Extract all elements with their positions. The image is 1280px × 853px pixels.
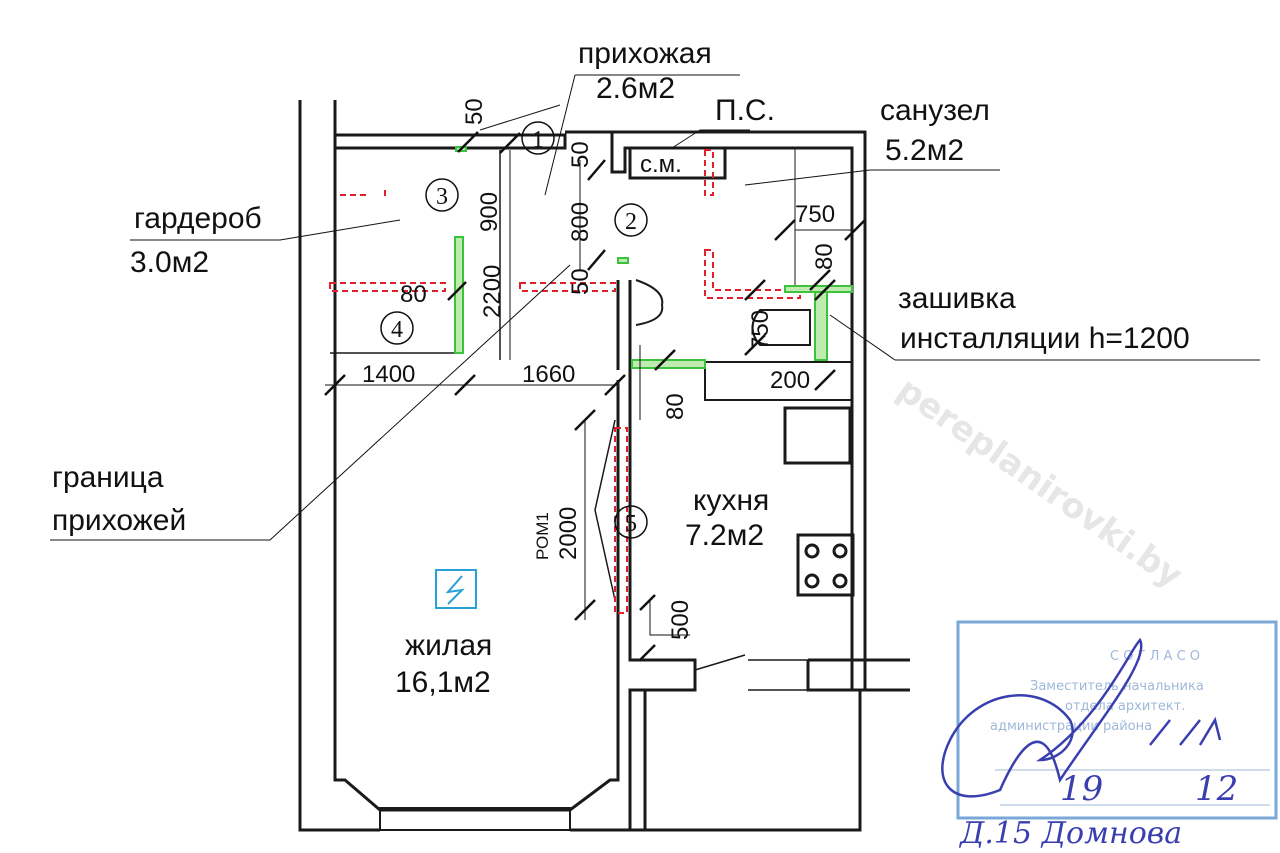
stamp-note: Д.15 Домнова	[958, 816, 1182, 851]
bathroom-area: 5.2м2	[885, 134, 964, 167]
svg-text:администрации района: администрации района	[990, 719, 1152, 734]
hallway-area: 2.6м2	[596, 72, 675, 105]
dim-label: 750	[747, 310, 774, 350]
dim-label: 200	[770, 367, 810, 394]
stamp-month: 12	[1195, 769, 1238, 809]
stamp-day: 19	[1060, 769, 1103, 809]
shaft-label: П.С.	[715, 94, 775, 127]
living-area: 16,1м2	[395, 666, 491, 699]
new-walls	[454, 146, 853, 369]
dimension-labels: 50 900 2200 80 1400 1660 50 800 50 750 8…	[362, 98, 838, 640]
marker-1: 1	[532, 127, 544, 153]
dim-label: 2000	[555, 507, 582, 560]
marker-5: 5	[625, 511, 637, 537]
dim-label: 2200	[479, 265, 506, 318]
walls	[298, 100, 910, 832]
bathroom-name: санузел	[880, 94, 990, 127]
dim-label: 50	[461, 98, 488, 125]
leader-lines	[50, 74, 1260, 636]
dim-label: 80	[811, 243, 838, 270]
dim-label: 750	[795, 201, 835, 228]
watermarks: pereplanirovki.by	[890, 370, 1190, 597]
living-name: жилая	[405, 629, 492, 662]
dim-label: 80	[400, 281, 427, 308]
dim-label: 1660	[522, 361, 575, 388]
washing-machine-label: с.м.	[640, 151, 682, 178]
installation-cover-label: зашивка	[898, 282, 1016, 315]
electrical-panel-icon	[435, 569, 477, 609]
room-labels: прихожая 2.6м2 гардероб 3.0м2 санузел 5.…	[52, 37, 1190, 699]
hallway-name: прихожая	[578, 37, 712, 70]
door-label: РОМ1	[533, 512, 552, 560]
dimension-ticks	[324, 131, 866, 661]
wardrobe-area: 3.0м2	[130, 246, 209, 279]
svg-text:Заместитель начальника: Заместитель начальника	[1030, 679, 1204, 694]
marker-3: 3	[436, 184, 448, 210]
dim-label: 900	[476, 192, 503, 232]
watermark: pereplanirovki.by	[890, 370, 1190, 597]
dim-label: 80	[662, 393, 689, 420]
dim-label: 50	[567, 268, 594, 295]
hallway-boundary-label: граница	[52, 461, 164, 494]
svg-text:С О Г Л А С О: С О Г Л А С О	[1110, 649, 1200, 664]
kitchen-name: кухня	[693, 484, 769, 517]
marker-2: 2	[625, 209, 637, 235]
dim-label: 1400	[362, 361, 415, 388]
installation-cover-label: инсталляции h=1200	[900, 322, 1190, 355]
marker-4: 4	[391, 317, 403, 343]
dim-label: 800	[567, 202, 594, 242]
wardrobe-name: гардероб	[134, 202, 262, 235]
dim-label: 50	[567, 141, 594, 168]
approval-stamp: С О Г Л А С О Заместитель начальника отд…	[941, 620, 1278, 851]
dim-label: 500	[667, 600, 694, 640]
hallway-boundary-label: прихожей	[52, 504, 186, 537]
room-markers	[380, 121, 648, 539]
svg-text:отдела архитект.: отдела архитект.	[1065, 699, 1185, 714]
kitchen-area: 7.2м2	[685, 519, 764, 552]
